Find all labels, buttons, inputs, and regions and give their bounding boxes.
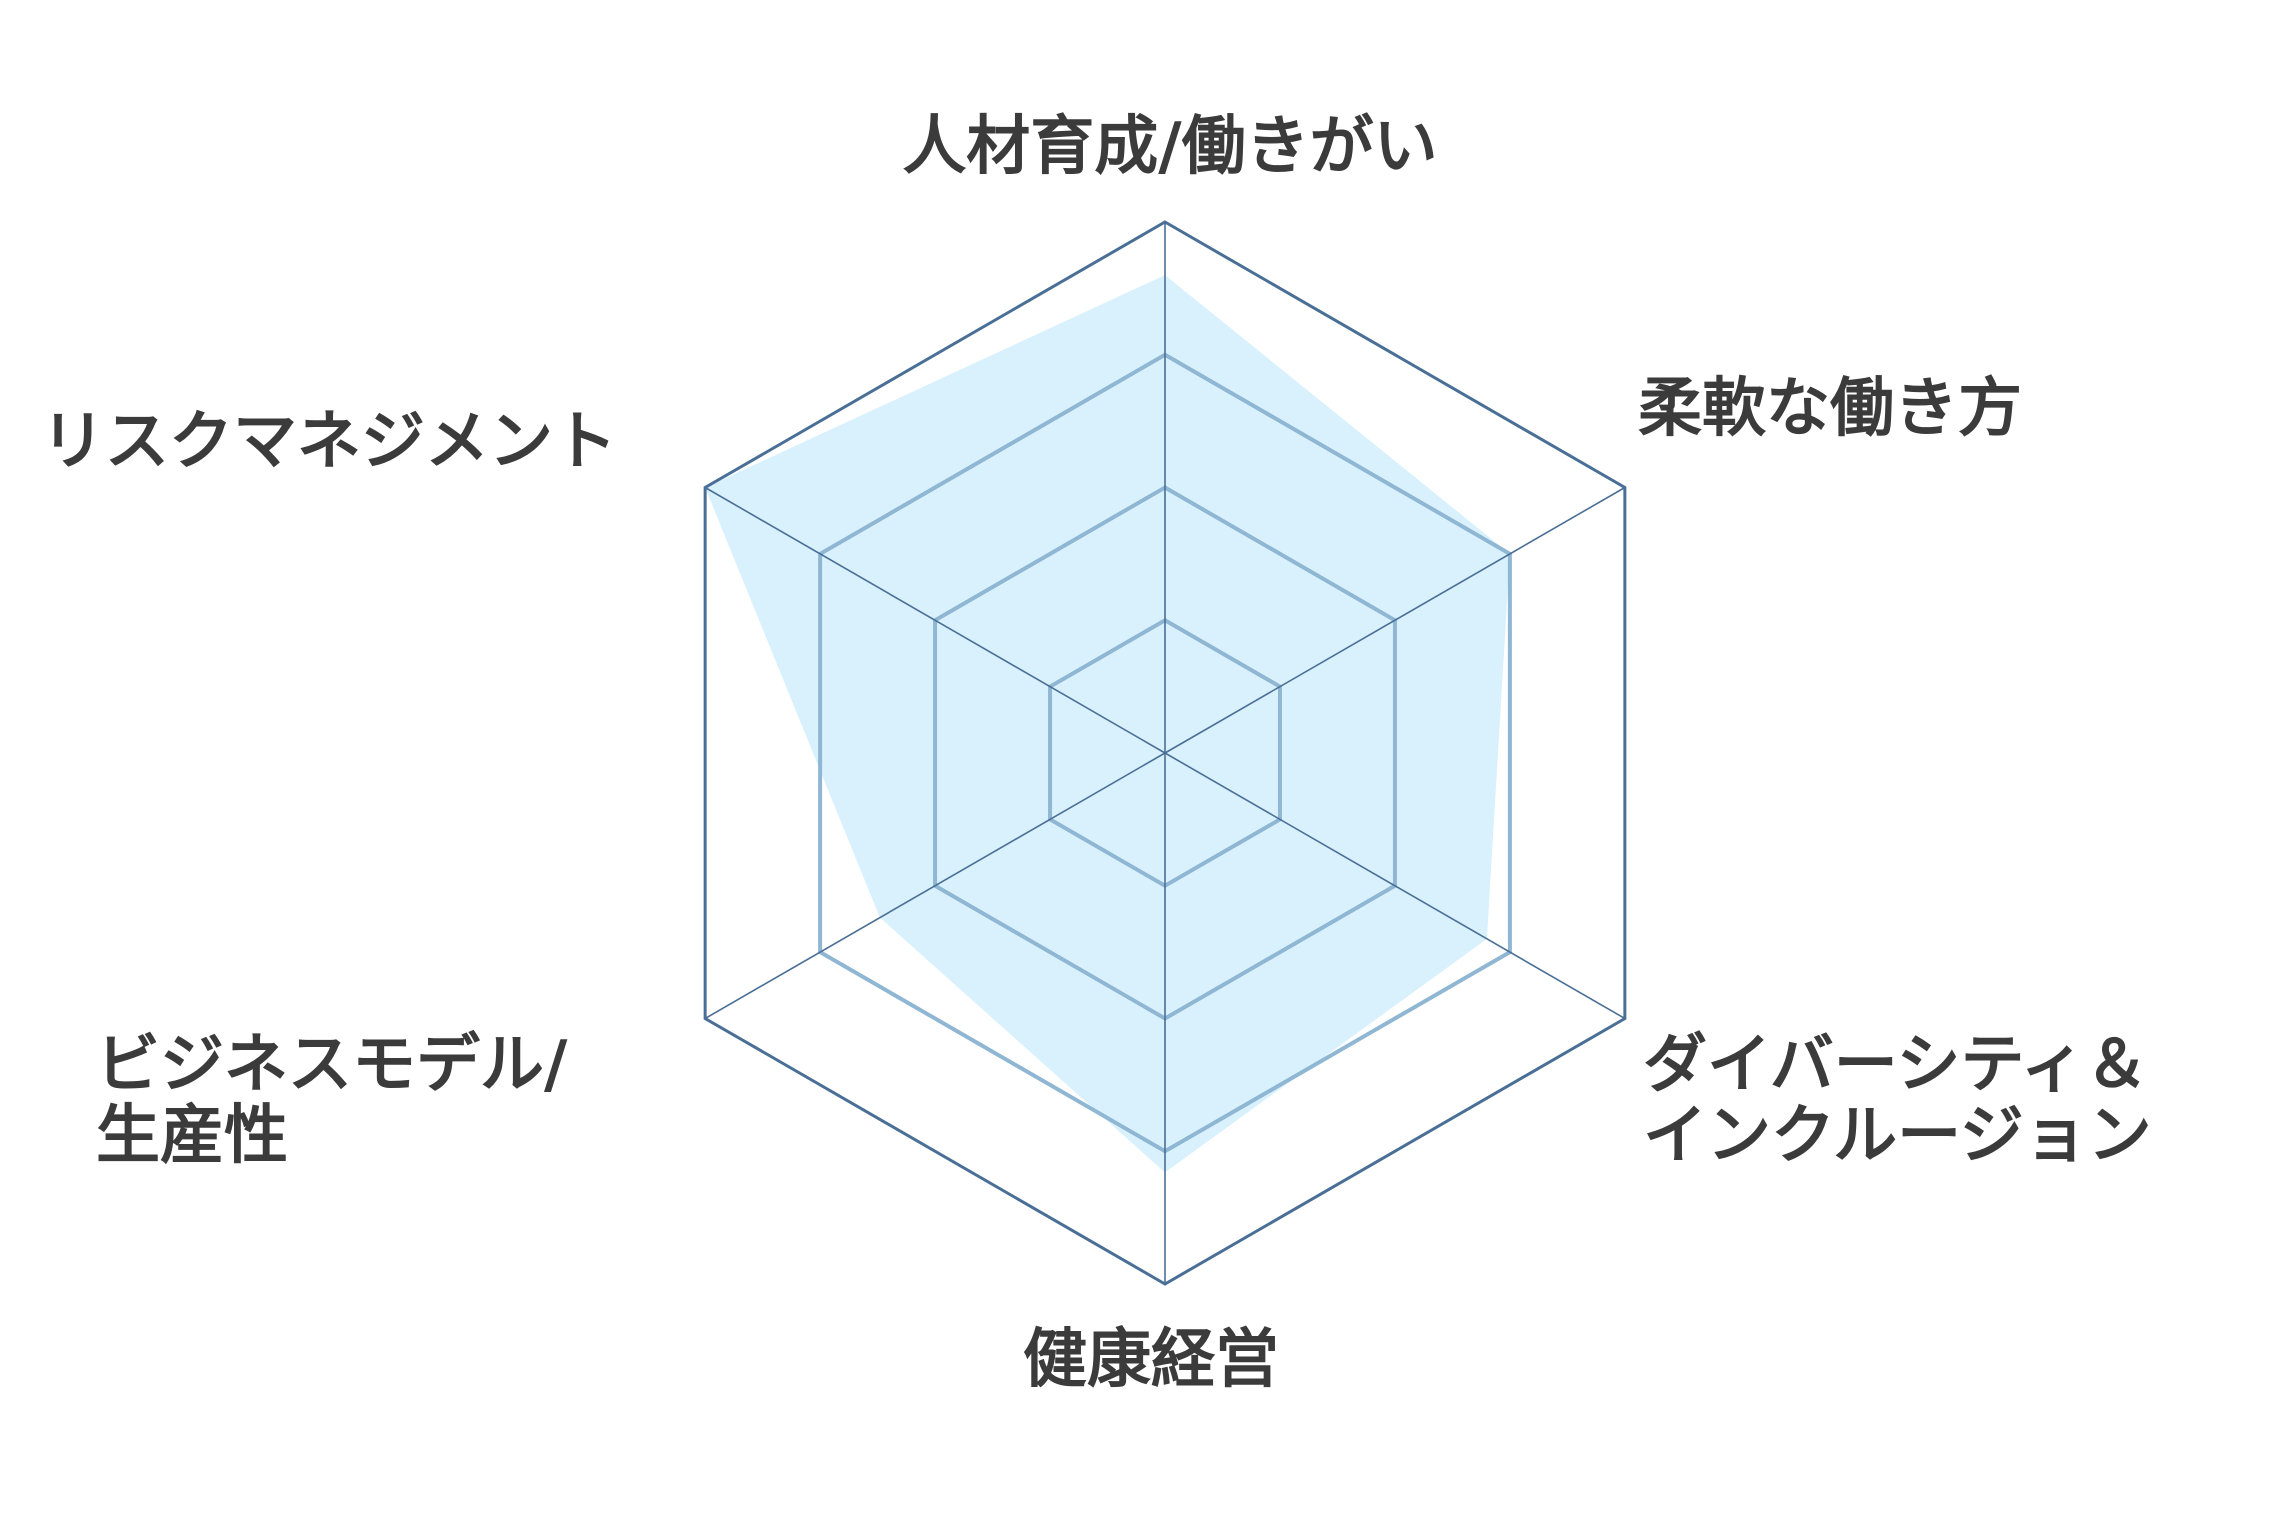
axis-spoke bbox=[1164, 486, 1626, 754]
axis-spoke bbox=[704, 486, 1166, 754]
axis-spoke bbox=[704, 752, 1166, 1020]
axis-label-health: 健康経営 bbox=[1023, 1323, 1279, 1397]
axis-label-talent: 人材育成/働きがい bbox=[902, 110, 1437, 184]
axis-label-business-line2: 生産性 bbox=[96, 1099, 288, 1173]
axis-label-flexible-work: 柔軟な働き方 bbox=[1638, 372, 2022, 446]
axis-label-risk: リスクマネジメント bbox=[41, 405, 617, 479]
axis-label-business-line1: ビジネスモデル/ bbox=[96, 1028, 568, 1102]
data-polygon bbox=[705, 275, 1510, 1173]
axis-label-diversity-line1: ダイバーシティ＆ bbox=[1643, 1028, 2149, 1102]
axis-spoke bbox=[1164, 752, 1626, 1020]
axis-label-diversity-line2: インクルージョン bbox=[1643, 1099, 2152, 1173]
